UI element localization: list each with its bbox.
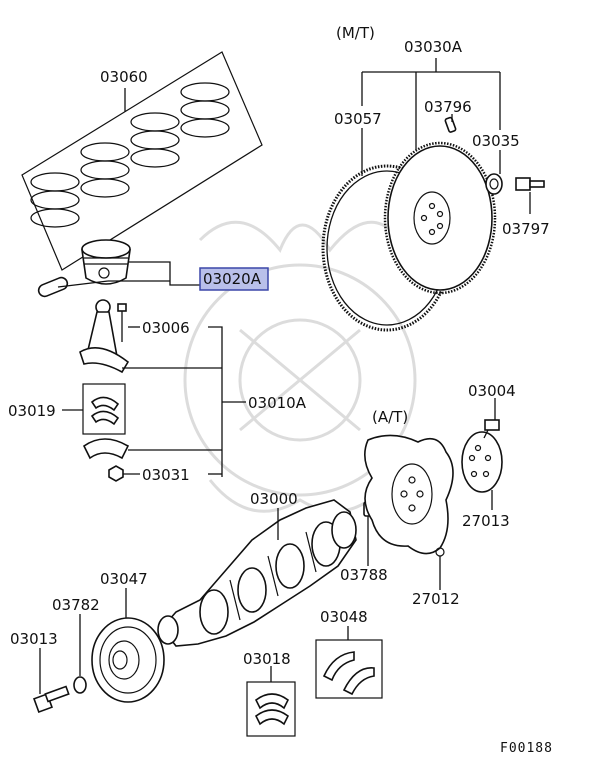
label-03031[interactable]: 03031 bbox=[142, 466, 190, 484]
rod-bearing[interactable] bbox=[90, 396, 120, 426]
ring-stack-3 bbox=[130, 112, 180, 168]
label-27012[interactable]: 27012 bbox=[412, 590, 460, 608]
note-mt: (M/T) bbox=[336, 24, 375, 42]
label-03060[interactable]: 03060 bbox=[100, 68, 148, 86]
pulley-bolt[interactable] bbox=[33, 685, 70, 713]
label-27013[interactable]: 27013 bbox=[462, 512, 510, 530]
rod-nut[interactable] bbox=[108, 465, 124, 482]
label-03004[interactable]: 03004 bbox=[468, 382, 516, 400]
label-03019[interactable]: 03019 bbox=[8, 402, 56, 420]
figure-code: F00188 bbox=[500, 741, 553, 756]
label-03020a[interactable]: 03020A bbox=[203, 270, 262, 288]
label-03788[interactable]: 03788 bbox=[340, 566, 388, 584]
piston-pin[interactable] bbox=[37, 276, 69, 298]
rod-bearing-box bbox=[82, 383, 126, 435]
piston[interactable] bbox=[81, 239, 131, 285]
piston-rings-set[interactable] bbox=[21, 51, 263, 271]
drive-plate[interactable] bbox=[364, 434, 454, 557]
label-03000[interactable]: 03000 bbox=[250, 490, 298, 508]
label-03010a[interactable]: 03010A bbox=[248, 394, 307, 412]
ring-stack-4 bbox=[180, 82, 230, 138]
label-03782[interactable]: 03782 bbox=[52, 596, 100, 614]
thrust-bearing-box bbox=[246, 681, 296, 737]
flywheel-bolt[interactable] bbox=[515, 177, 545, 191]
adapter-plate[interactable] bbox=[461, 431, 503, 493]
label-03013[interactable]: 03013 bbox=[10, 630, 58, 648]
note-at: (A/T) bbox=[372, 408, 408, 426]
label-03018[interactable]: 03018 bbox=[243, 650, 291, 668]
pilot-bearing[interactable] bbox=[485, 173, 503, 195]
label-03057[interactable]: 03057 bbox=[334, 110, 382, 128]
flywheel[interactable] bbox=[383, 141, 497, 295]
label-03035[interactable]: 03035 bbox=[472, 132, 520, 150]
ring-stack-1 bbox=[30, 172, 80, 228]
damper-pulley[interactable] bbox=[91, 617, 165, 703]
label-03796[interactable]: 03796 bbox=[424, 98, 472, 116]
label-03047[interactable]: 03047 bbox=[100, 570, 148, 588]
label-03797[interactable]: 03797 bbox=[502, 220, 550, 238]
thrust-washer-box bbox=[315, 639, 383, 699]
pulley-washer[interactable] bbox=[73, 676, 87, 694]
rod-cap[interactable] bbox=[82, 438, 130, 460]
label-03030a[interactable]: 03030A bbox=[404, 38, 463, 56]
label-03006[interactable]: 03006 bbox=[142, 319, 190, 337]
thrust-washer[interactable] bbox=[322, 651, 375, 696]
main-bearing-upper[interactable] bbox=[254, 693, 290, 726]
ring-stack-2 bbox=[80, 142, 130, 198]
flywheel-dowel[interactable] bbox=[444, 116, 457, 133]
drive-plate-bolt[interactable] bbox=[483, 419, 500, 439]
highlight-03020a bbox=[199, 267, 269, 291]
label-03048[interactable]: 03048 bbox=[320, 608, 368, 626]
crankshaft[interactable] bbox=[157, 499, 357, 647]
rod-bolt[interactable] bbox=[117, 303, 127, 342]
connecting-rod[interactable] bbox=[79, 299, 130, 374]
